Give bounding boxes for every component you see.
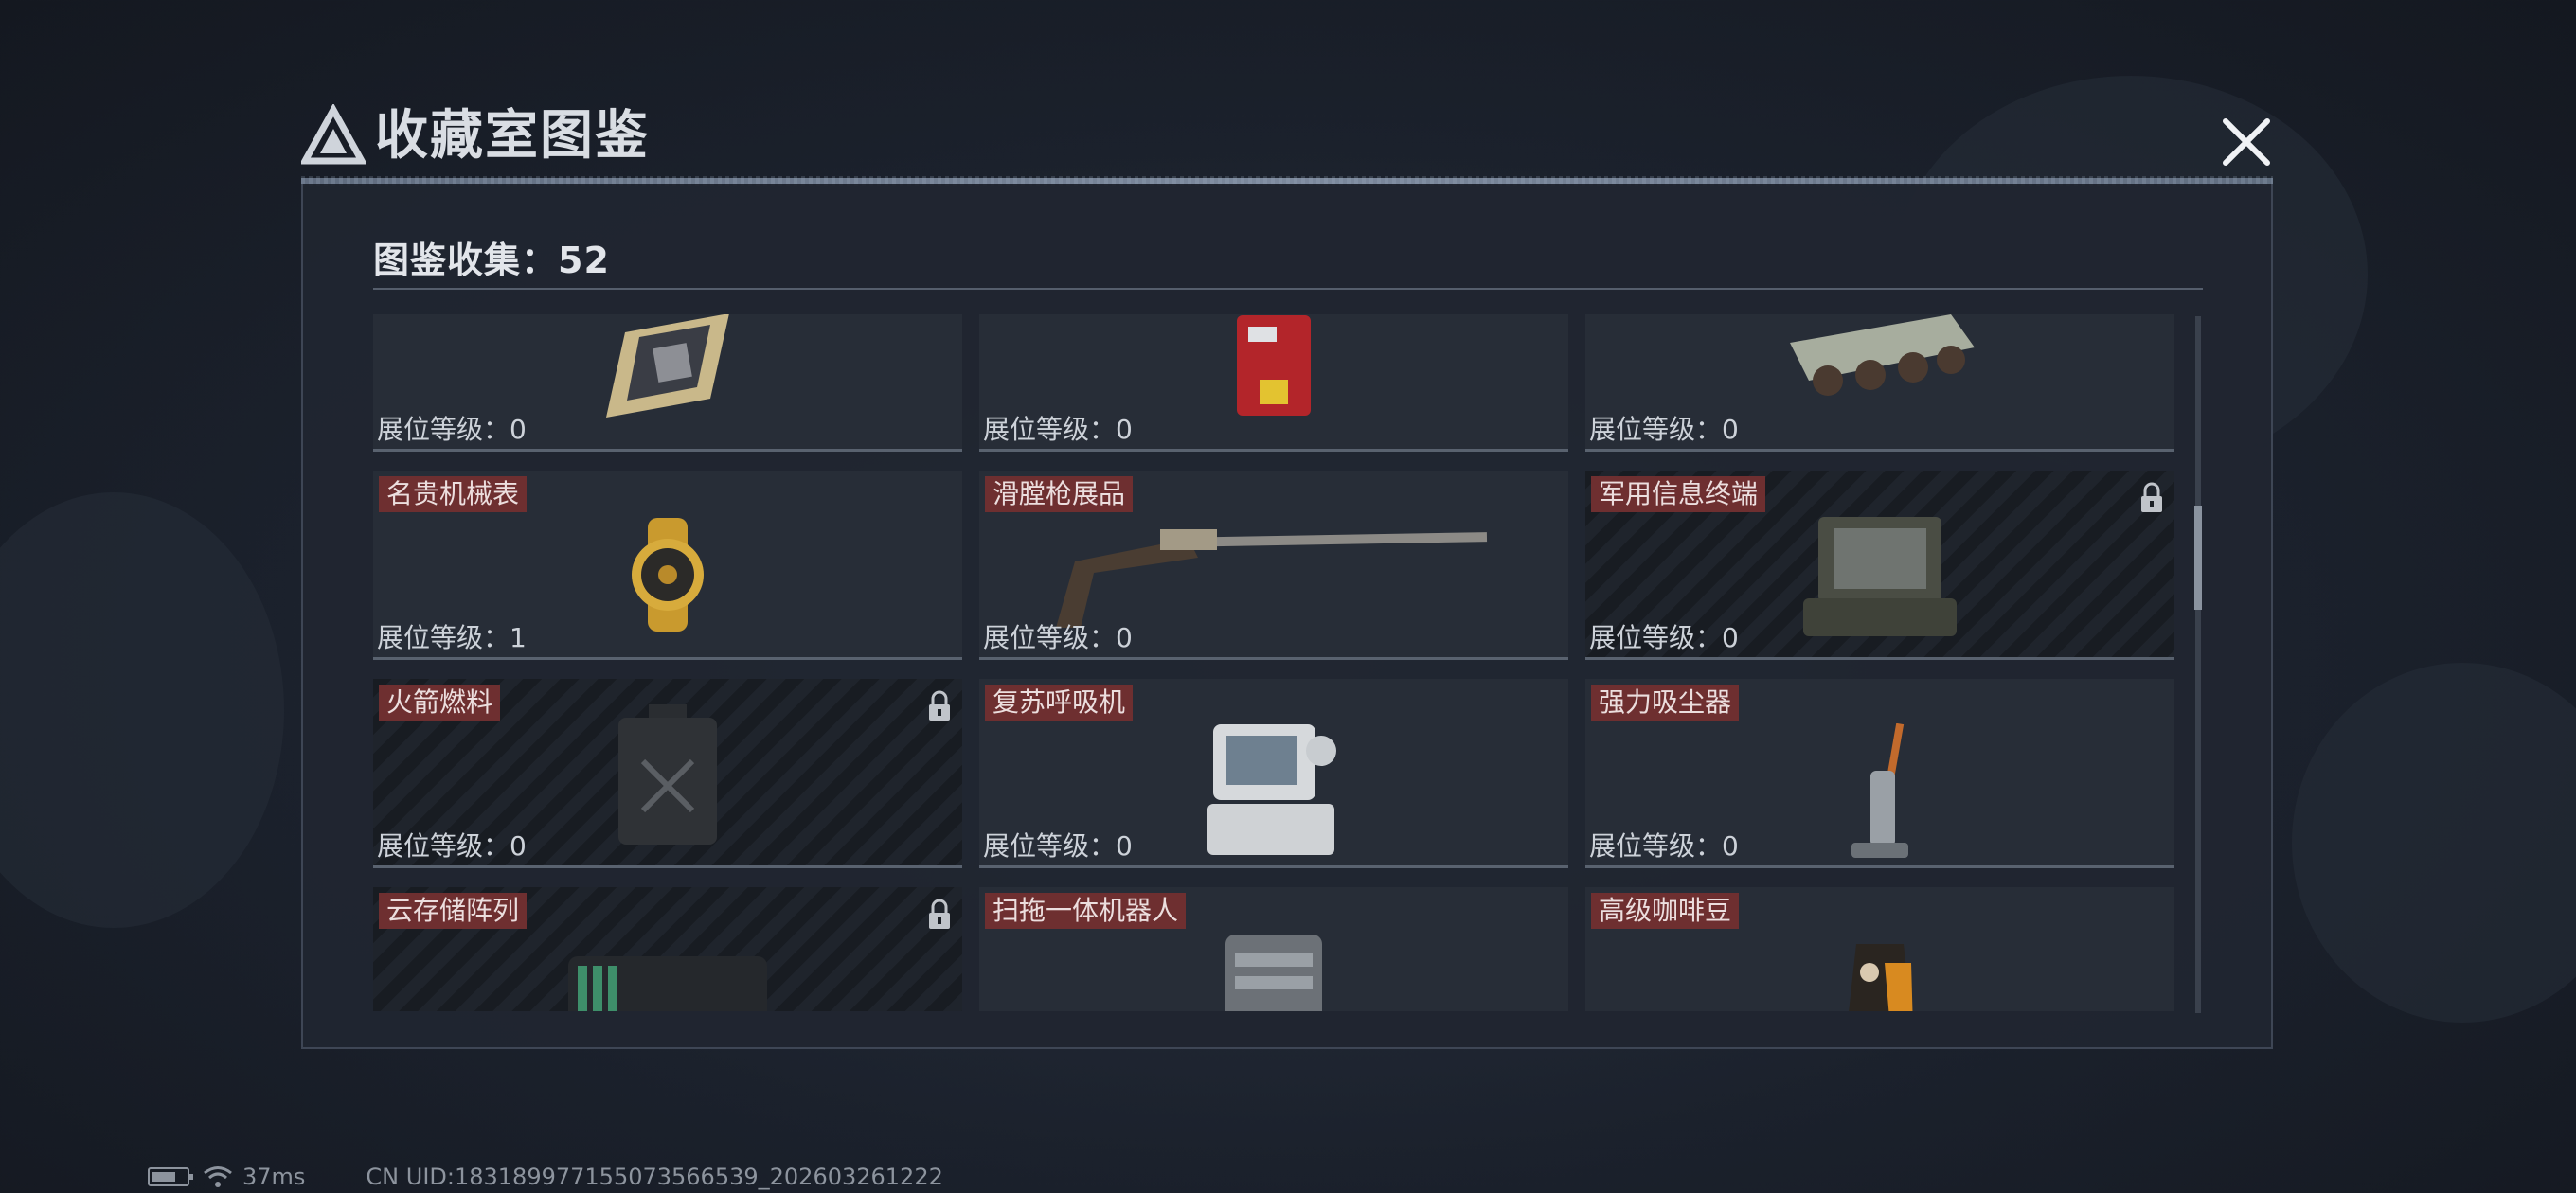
fuel-canister-icon <box>618 704 717 846</box>
item-name: 云存储阵列 <box>379 893 528 929</box>
musket-icon <box>1056 529 1488 629</box>
exhibit-level: 展位等级：0 <box>983 622 1133 653</box>
collection-card[interactable]: 扫拖一体机器人 <box>979 887 1568 1011</box>
collection-card[interactable]: 名贵机械表 展位等级：1 <box>373 471 962 660</box>
collection-card[interactable]: 滑膛枪展品 展位等级：0 <box>979 471 1568 660</box>
exhibit-level: 展位等级：1 <box>377 622 527 653</box>
item-name: 军用信息终端 <box>1591 476 1766 512</box>
uid-text: CN UID:1831899771550735665​39_2026032612… <box>366 1164 943 1190</box>
collection-card[interactable]: 火箭燃料 展位等级：0 <box>373 679 962 868</box>
scrollbar-thumb[interactable] <box>2194 506 2202 610</box>
item-name: 滑膛枪展品 <box>985 476 1134 512</box>
scrollbar-track[interactable] <box>2195 316 2201 1013</box>
status-bar: 37ms CN UID:1831899771550735665​39_20260… <box>148 1163 943 1191</box>
collection-card[interactable]: 展位等级：0 <box>979 314 1568 452</box>
coffee-bag-icon <box>1849 943 1913 1011</box>
collection-card[interactable]: 军用信息终端 展位等级：0 <box>1585 471 2174 660</box>
item-name: 名贵机械表 <box>379 476 528 512</box>
armored-vehicle-icon <box>1790 314 1975 397</box>
page-title: 收藏室图鉴 <box>375 105 650 167</box>
exhibit-level: 展位等级：0 <box>377 414 527 445</box>
collection-card[interactable]: 高级咖啡豆 <box>1585 887 2174 1011</box>
exhibit-level: 展位等级：0 <box>983 830 1133 862</box>
item-name: 复苏呼吸机 <box>985 685 1134 721</box>
robot-station-icon <box>1225 934 1322 1011</box>
collection-count: 图鉴收集：52 <box>373 240 610 281</box>
window-header: 收藏室图鉴 <box>301 95 2284 182</box>
storage-array-icon <box>568 955 767 1011</box>
cpu-chip-icon <box>606 314 729 418</box>
collection-grid[interactable]: 展位等级：0 展位等级：0 展位等级：0 名贵机械表 展位等级：1 滑膛枪展品 <box>373 314 2188 1011</box>
lock-icon <box>929 899 950 929</box>
background-shape <box>0 492 284 928</box>
background-shape <box>2292 663 2576 1023</box>
item-name: 火箭燃料 <box>379 685 501 721</box>
lock-icon <box>929 690 950 721</box>
header-divider-pattern <box>301 176 2273 186</box>
logo-icon <box>301 104 366 165</box>
item-name: 强力吸尘器 <box>1591 685 1740 721</box>
collection-card[interactable]: 展位等级：0 <box>1585 314 2174 452</box>
lock-icon <box>2141 482 2162 512</box>
exhibit-level: 展位等级：0 <box>1589 830 1739 862</box>
collection-card[interactable]: 云存储阵列 <box>373 887 962 1011</box>
exhibit-level: 展位等级：0 <box>1589 622 1739 653</box>
item-name: 扫拖一体机器人 <box>985 893 1187 929</box>
header-divider <box>301 178 2273 184</box>
rugged-terminal-icon <box>1803 517 1957 637</box>
vacuum-cleaner-icon <box>1852 723 1908 859</box>
collection-card[interactable]: 强力吸尘器 展位等级：0 <box>1585 679 2174 868</box>
ping-text: 37ms <box>242 1164 306 1190</box>
close-icon <box>2223 118 2270 166</box>
close-button[interactable] <box>2209 104 2284 180</box>
count-divider <box>373 288 2203 290</box>
wifi-icon <box>204 1166 232 1187</box>
battery-icon <box>148 1167 193 1186</box>
collection-card[interactable]: 复苏呼吸机 展位等级：0 <box>979 679 1568 868</box>
red-device-icon <box>1237 314 1311 416</box>
item-name: 高级咖啡豆 <box>1591 893 1740 929</box>
exhibit-level: 展位等级：0 <box>1589 414 1739 445</box>
collection-card[interactable]: 展位等级：0 <box>373 314 962 452</box>
ventilator-icon <box>1208 724 1336 856</box>
watch-icon <box>632 518 704 632</box>
exhibit-level: 展位等级：0 <box>983 414 1133 445</box>
exhibit-level: 展位等级：0 <box>377 830 527 862</box>
